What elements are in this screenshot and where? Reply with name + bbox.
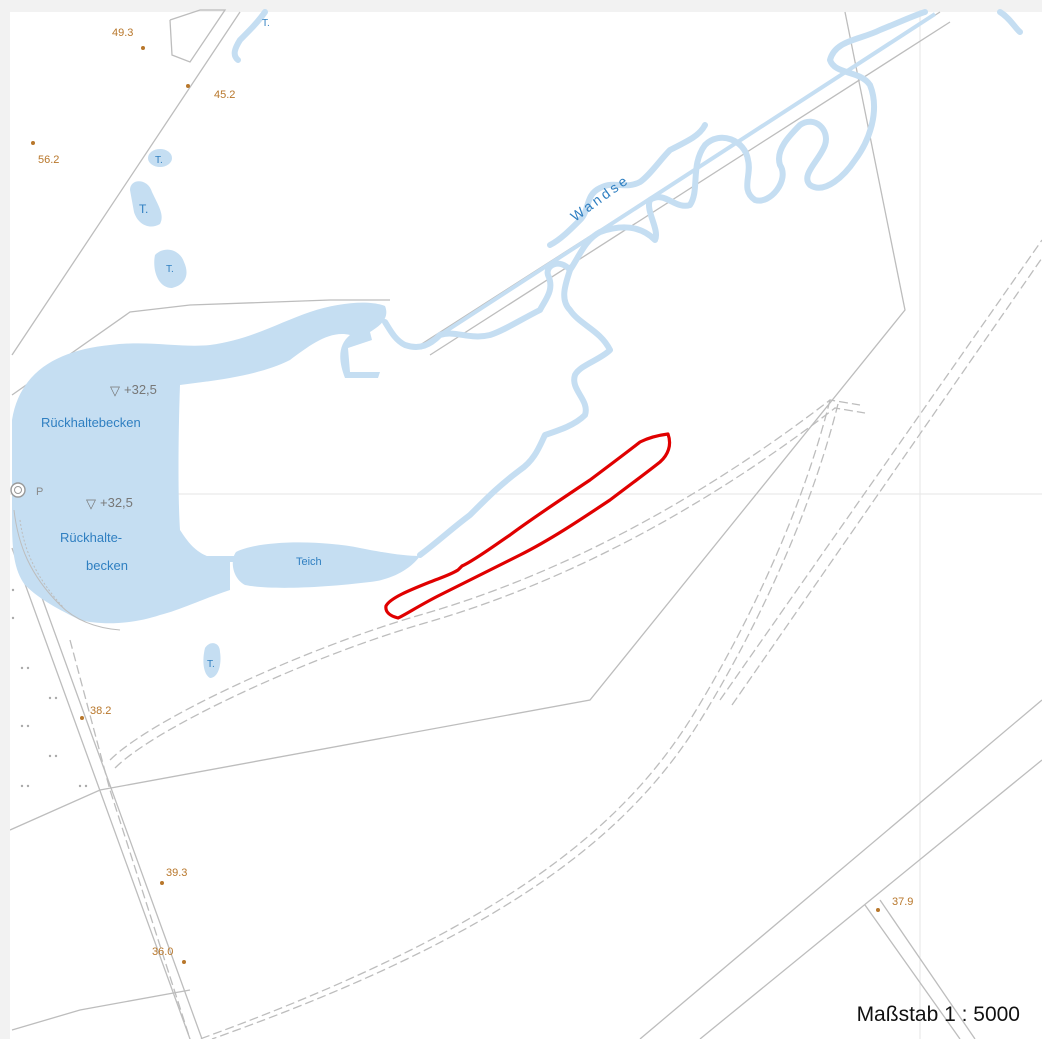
parcel-line-northwest [11,11,241,356]
water-level-icon: ▽ [86,496,96,511]
spot-height-label: 38.2 [90,705,111,717]
road-southeast-a [699,759,1042,1039]
dot-marker [54,696,58,700]
dot-marker [26,666,30,670]
water-level-north: +32,5 [124,382,157,397]
retention-basin [12,302,387,624]
dot-marker [20,666,24,670]
road-southwest-b [23,547,203,1039]
dot-marker [78,784,82,788]
river-northwest-stream [231,9,268,63]
dot-marker [48,754,52,758]
dot-marker [48,696,52,700]
footpath-east-a [719,239,1042,701]
road-southeast-spur-a [864,904,961,1039]
dot-marker [26,784,30,788]
footpath-main-a [109,399,861,761]
spot-point [80,716,84,720]
embankment-ticks [19,519,65,609]
parking-label: P [36,486,43,498]
basin-north-label: Rückhaltebecken [41,415,141,430]
dot-marker [26,724,30,728]
dot-marker [54,754,58,758]
wandse-river [231,9,1023,558]
parcel-line-east [9,11,906,831]
dot-marker [84,784,88,788]
river-canal-strip [418,12,937,350]
small-pond-2 [130,181,162,227]
basin-south-label-line1: Rückhalte- [60,530,122,545]
small-pond-label: T. [139,202,148,216]
dot-markers [11,588,88,788]
spot-height-label: 36.0 [152,946,173,958]
small-pond-label: T. [262,18,270,29]
dot-marker [20,724,24,728]
footpaths [69,239,1042,1039]
project-boundary [384,432,672,620]
road-southeast-spur-b [879,899,976,1039]
small-pond-3 [154,249,187,288]
small-pond-1 [148,149,172,167]
water-level-south: +32,5 [100,495,133,510]
river-side-arm [547,122,708,248]
spot-height-label: 56.2 [38,154,59,166]
spot-point [876,908,880,912]
water-bodies [12,149,420,678]
spot-point [182,960,186,964]
small-pond-label: T. [207,659,215,670]
parcel-line-north [11,299,390,396]
building-outline [169,9,227,63]
dot-marker [20,784,24,788]
dot-marker [11,588,15,592]
pond-channel [196,556,240,562]
spot-point [186,84,190,88]
pond-label: Teich [296,556,322,568]
footpath-main-b [114,407,866,769]
spot-point [160,881,164,885]
pond-teich [232,542,420,588]
scale-label: Maßstab 1 : 5000 [856,1003,1020,1026]
road-north-edge-b [429,21,951,356]
well-icon [10,482,26,498]
footpath-east-b [731,257,1042,706]
parking-symbol [10,482,26,498]
embankment-line [13,509,121,631]
embankment-hatching [13,509,121,631]
dot-marker [11,616,15,620]
road-southeast-b [639,699,1042,1039]
small-pond-4 [203,643,221,678]
river-course-upper [567,9,928,273]
spot-point [31,141,35,145]
river-northeast-stream [997,9,1023,35]
river-course-lower [382,260,613,558]
water-level-icon: ▽ [110,383,120,398]
well-icon-inner [14,486,22,494]
footpath-south-a [199,399,831,1039]
basin-south-label-line2: becken [86,558,128,573]
parcel-line-south [11,989,191,1031]
road-southwest-a [11,547,191,1039]
spot-height-label: 49.3 [112,27,133,39]
spot-height-label: 37.9 [892,896,913,908]
small-pond-label: T. [155,155,163,166]
spot-height-points [31,46,880,964]
spot-height-label: 45.2 [214,89,235,101]
footpath-west [69,639,191,1039]
spot-point [141,46,145,50]
left-margin [0,0,10,1039]
spot-height-label: 39.3 [166,867,187,879]
top-margin [0,0,1042,12]
small-pond-label: T. [166,264,174,275]
footpath-south-b [211,403,839,1039]
